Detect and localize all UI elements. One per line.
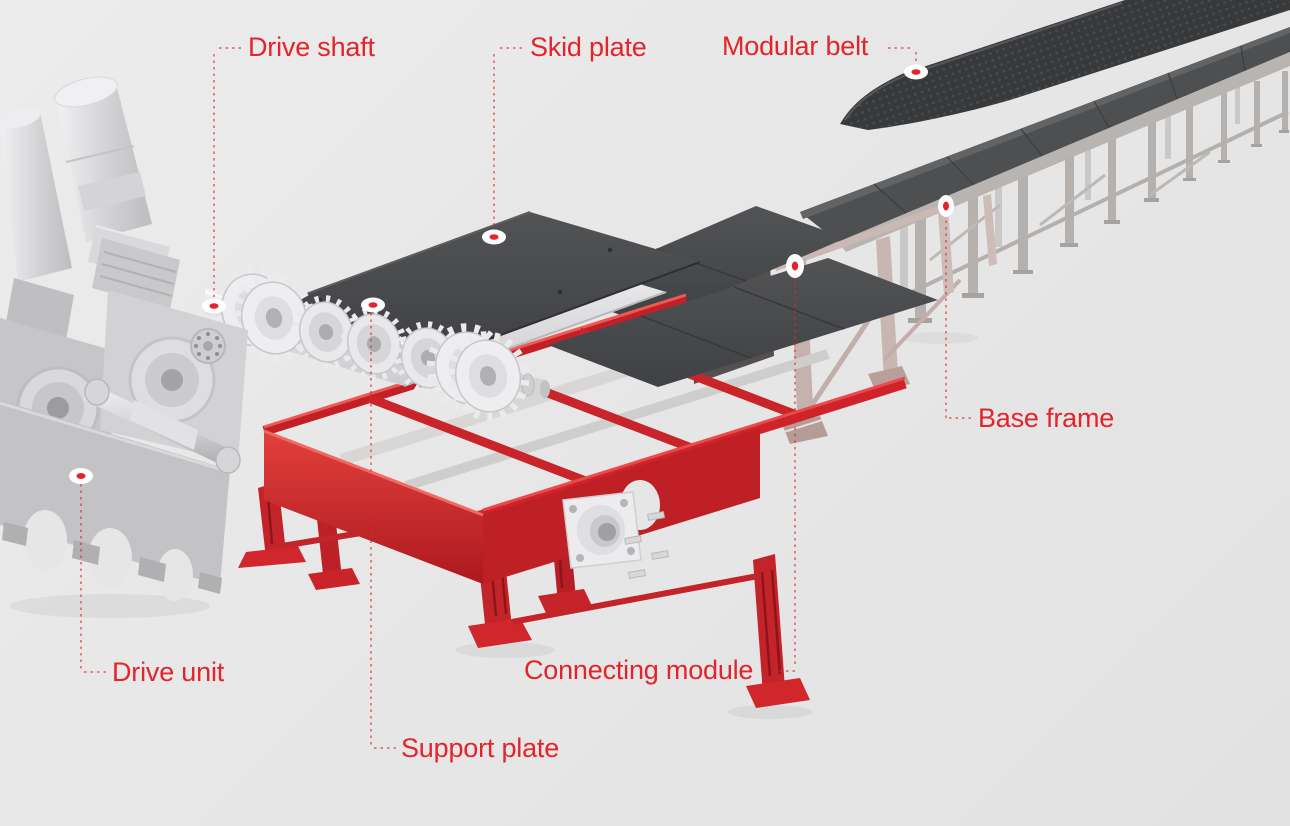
callout-leader-lines <box>80 47 972 749</box>
loose-bolts <box>624 511 669 579</box>
drive-shaft-marker <box>202 298 226 314</box>
skid-plate-marker <box>482 229 506 245</box>
drive-unit-illustration <box>0 76 248 601</box>
base-frame-marker <box>938 195 954 217</box>
support-plate-marker <box>361 297 385 313</box>
label-support-plate: Support plate <box>401 733 560 763</box>
red-frame-deck-plates <box>548 258 938 387</box>
label-drive-unit: Drive unit <box>112 657 225 687</box>
label-drive-shaft: Drive shaft <box>248 32 375 62</box>
part-markers <box>69 64 954 484</box>
label-skid-plate: Skid plate <box>530 32 647 62</box>
modular-belt-illustration <box>840 0 1290 130</box>
drive-unit-marker <box>69 468 93 484</box>
drive-shaft-illustration <box>205 262 550 423</box>
bearing-flange-illustration <box>562 491 669 579</box>
label-base-frame: Base frame <box>978 403 1115 433</box>
label-connecting-module: Connecting module <box>524 655 754 685</box>
connecting-module-marker <box>786 254 804 278</box>
far-conveyor-illustration <box>800 27 1290 323</box>
label-modular-belt: Modular belt <box>722 31 869 61</box>
modular-belt-marker <box>904 64 928 80</box>
